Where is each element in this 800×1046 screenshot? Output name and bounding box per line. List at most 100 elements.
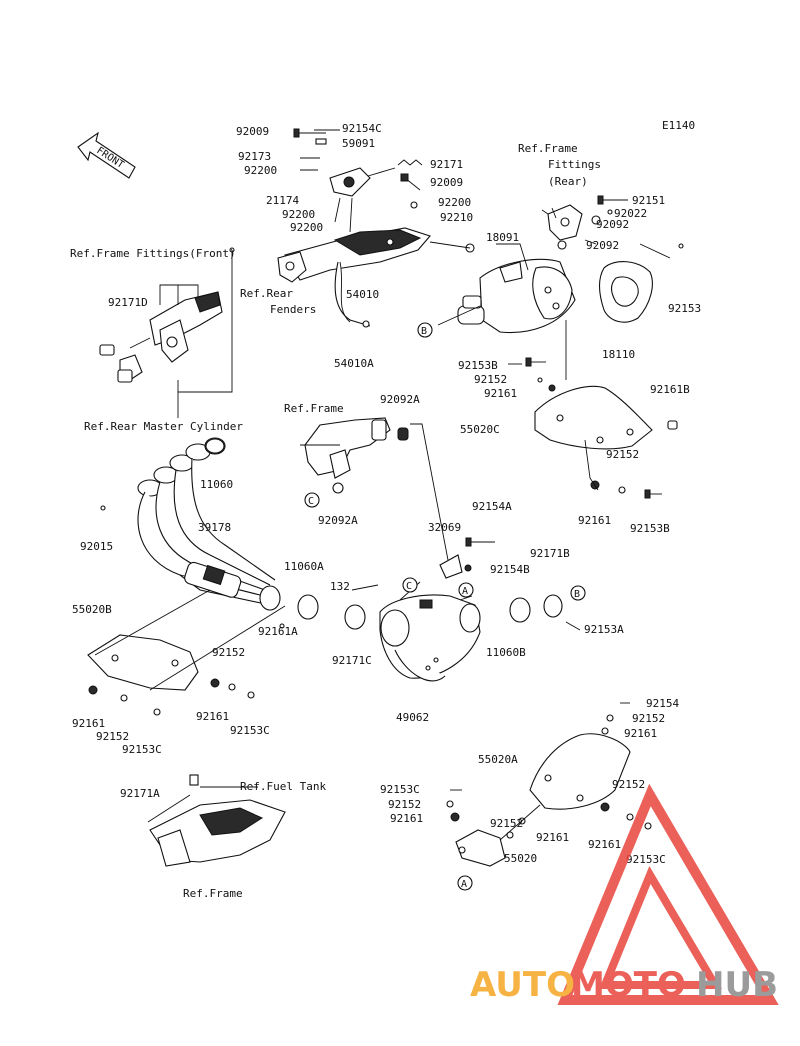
part-label: 92153	[668, 302, 701, 315]
svg-text:A: A	[461, 879, 467, 890]
part-label: 92173	[238, 150, 271, 163]
part-label: 92154C	[342, 122, 382, 135]
part-label: 32069	[428, 521, 461, 534]
part-label: 92210	[440, 211, 473, 224]
diagram-code: E1140	[662, 119, 695, 132]
part-label: 11060A	[284, 560, 324, 573]
part-label: 11060B	[486, 646, 526, 659]
part-label: 92154B	[490, 563, 530, 576]
part-label: 92161	[72, 717, 105, 730]
muffler-assembly	[457, 204, 653, 334]
ref-frame-fittings-front: Ref.Frame Fittings(Front)	[70, 247, 236, 260]
part-label: 92015	[80, 540, 113, 553]
ref-rear-fenders: Ref.Rear Fenders	[240, 287, 316, 316]
heat-shield-55020c	[525, 357, 678, 499]
part-label: 92152	[388, 798, 421, 811]
part-label: 92152	[606, 448, 639, 461]
part-label: 92092	[586, 239, 619, 252]
part-label: 59091	[342, 137, 375, 150]
part-label: 92171A	[120, 787, 160, 800]
callout-b-lower: B	[570, 585, 586, 601]
part-label: 49062	[396, 711, 429, 724]
part-label: 54010A	[334, 357, 374, 370]
svg-text:Ref.Frame: Ref.Frame	[518, 142, 578, 155]
part-label: 92154A	[472, 500, 512, 513]
gasket-11060	[205, 438, 225, 454]
part-label: 92153C	[230, 724, 270, 737]
exhaust-collector-49062	[379, 537, 495, 682]
svg-text:Ref.Rear: Ref.Rear	[240, 287, 293, 300]
part-label: 18091	[486, 231, 519, 244]
part-label: 132	[330, 580, 350, 593]
part-label: 11060	[200, 478, 233, 491]
ref-frame-fittings-rear: Ref.Frame Fittings (Rear)	[518, 142, 601, 188]
part-label: 92092	[596, 218, 629, 231]
callout-a-bottom: A	[457, 875, 473, 891]
part-label: 55020B	[72, 603, 112, 616]
part-label: 92161B	[650, 383, 690, 396]
part-labels: 92009 92154C 59091 92173 92200 92171 920…	[72, 122, 701, 866]
part-label: 92153C	[380, 783, 420, 796]
pipe-54010	[339, 261, 351, 323]
heat-shield-55020b	[87, 634, 255, 716]
clamp-92171b	[543, 594, 581, 631]
callout-c-lower: C	[402, 577, 418, 593]
part-label: 92152	[632, 712, 665, 725]
part-label: 92161	[588, 838, 621, 851]
svg-text:A: A	[462, 586, 468, 597]
ref-frame-mid: Ref.Frame	[284, 402, 344, 415]
rear-bracket-assembly	[277, 167, 431, 328]
part-label: 92151	[632, 194, 665, 207]
watermark-moto: MOTO	[571, 965, 686, 1005]
front-arrow-icon: FRONT	[77, 131, 136, 179]
part-label: 92200	[290, 221, 323, 234]
part-label: 92152	[612, 778, 645, 791]
watermark-logo: AUTO MOTO HUB	[470, 783, 779, 1005]
svg-text:C: C	[308, 496, 314, 507]
part-label: 92153B	[458, 359, 498, 372]
svg-text:C: C	[406, 581, 412, 592]
callout-b-top: B	[417, 322, 433, 338]
ref-frame-bottom: Ref.Frame	[183, 887, 243, 900]
part-label: 92171	[430, 158, 463, 171]
part-label: 92009	[430, 176, 463, 189]
watermark-hub: HUB	[696, 965, 778, 1005]
part-label: 92153C	[626, 853, 666, 866]
heat-shield-55020a	[529, 702, 652, 830]
part-label: 55020	[504, 852, 537, 865]
part-label: 92152	[96, 730, 129, 743]
part-label: 55020C	[460, 423, 500, 436]
part-label: 92171B	[530, 547, 570, 560]
ref-fuel-tank: Ref.Fuel Tank	[240, 780, 326, 793]
clamp-92171c	[344, 584, 379, 630]
svg-text:B: B	[421, 326, 427, 337]
part-label: 18110	[602, 348, 635, 361]
part-label: 39178	[198, 521, 231, 534]
watermark-auto: AUTO	[470, 965, 575, 1005]
part-label: 92161	[390, 812, 423, 825]
part-label: 92022	[614, 207, 647, 220]
part-label: 21174	[266, 194, 299, 207]
callout-c-mid: C	[304, 492, 320, 508]
part-label: 55020A	[478, 753, 518, 766]
part-label: 92092A	[318, 514, 358, 527]
leader-lines	[200, 239, 671, 788]
svg-text:Fenders: Fenders	[270, 303, 316, 316]
svg-text:B: B	[574, 589, 580, 600]
part-label: 92171D	[108, 296, 148, 309]
part-label: 92161	[536, 831, 569, 844]
mid-frame-bracket	[300, 417, 409, 494]
gasket-11060b	[509, 597, 531, 623]
part-label: 92161	[196, 710, 229, 723]
svg-text:Fittings: Fittings	[548, 158, 601, 171]
bottom-frame-section	[147, 774, 286, 867]
part-label: 92161	[484, 387, 517, 400]
part-label: 92200	[244, 164, 277, 177]
gasket-11060a	[297, 594, 319, 620]
callout-a-top: A	[458, 582, 474, 598]
part-label: 92161	[578, 514, 611, 527]
part-label: 92152	[490, 817, 523, 830]
part-label: 92171C	[332, 654, 372, 667]
